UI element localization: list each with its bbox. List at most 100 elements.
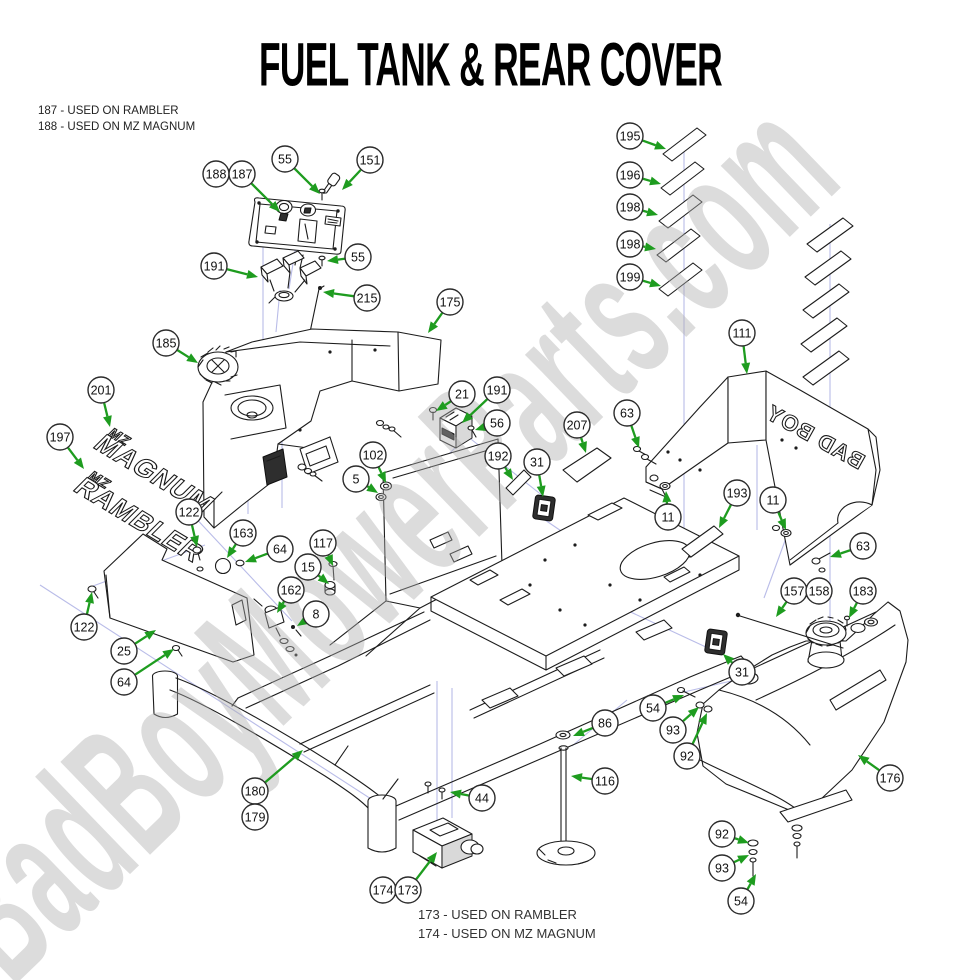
callout-207: 207 <box>563 411 591 453</box>
callout-102: 102 <box>359 441 387 483</box>
callout-215: 215 <box>323 284 381 312</box>
callout-196: 196 <box>616 161 661 189</box>
callout-93: 93 <box>659 707 699 744</box>
svg-text:93: 93 <box>715 861 729 875</box>
callout-116: 116 <box>571 767 619 795</box>
callout-197: 197 <box>46 423 84 469</box>
decal-stack-right <box>800 217 854 386</box>
svg-text:179: 179 <box>245 810 266 824</box>
callout-122: 122 <box>70 592 98 641</box>
callout-5: 5 <box>342 465 378 493</box>
control-panel-plate <box>248 197 346 269</box>
callout-175: 175 <box>428 288 464 333</box>
relay-module <box>297 406 477 502</box>
svg-text:192: 192 <box>488 449 509 463</box>
callout-179: 179 <box>241 803 269 831</box>
decal-207 <box>562 447 612 483</box>
note-188: 188 - USED ON MZ MAGNUM <box>38 121 196 133</box>
page-title-wrap: FUEL TANK & REAR COVER <box>0 30 980 99</box>
callout-15: 15 <box>294 553 329 584</box>
callout-157: 157 <box>776 577 808 617</box>
callout-31: 31 <box>723 654 756 686</box>
svg-text:158: 158 <box>809 584 830 598</box>
svg-text:196: 196 <box>620 168 641 182</box>
svg-text:197: 197 <box>50 430 71 444</box>
svg-text:207: 207 <box>567 418 588 432</box>
fuel-pump <box>412 817 484 869</box>
tank-bolt-set-lower-right <box>791 824 803 859</box>
svg-text:5: 5 <box>353 472 360 486</box>
cover-bolts-left <box>632 445 657 465</box>
callout-185: 185 <box>152 329 198 363</box>
callout-199: 199 <box>616 263 661 291</box>
svg-text:163: 163 <box>233 526 254 540</box>
callout-63: 63 <box>613 399 641 448</box>
svg-text:183: 183 <box>853 584 874 598</box>
frame-bolts-44 <box>424 781 446 800</box>
callout-176: 176 <box>858 755 904 792</box>
svg-text:56: 56 <box>490 416 504 430</box>
callout-173: 173 <box>394 852 437 904</box>
fuel-cap <box>197 345 239 386</box>
svg-text:55: 55 <box>351 250 365 264</box>
note-187: 187 - USED ON RAMBLER <box>38 105 179 117</box>
note-174: 174 - USED ON MZ MAGNUM <box>418 926 596 941</box>
callout-198: 198 <box>616 193 658 221</box>
svg-text:54: 54 <box>646 701 660 715</box>
cover-bolts-right <box>811 552 831 573</box>
svg-text:102: 102 <box>363 448 384 462</box>
svg-text:8: 8 <box>313 607 320 621</box>
callout-183: 183 <box>849 577 877 618</box>
callout-56: 56 <box>475 409 511 437</box>
svg-text:174: 174 <box>373 883 394 897</box>
callout-111: 111 <box>728 319 756 374</box>
callout-191: 191 <box>200 252 258 280</box>
svg-text:191: 191 <box>204 259 225 273</box>
svg-text:63: 63 <box>856 539 870 553</box>
note-173: 173 - USED ON RAMBLER <box>418 907 577 922</box>
fuel-tank-left <box>202 328 442 529</box>
firewall-plate <box>329 438 503 657</box>
svg-text:175: 175 <box>440 295 461 309</box>
heat-shield-panel <box>103 533 255 663</box>
svg-text:11: 11 <box>662 510 675 524</box>
decal-193 <box>681 525 724 558</box>
svg-text:193: 193 <box>727 486 748 500</box>
svg-text:201: 201 <box>91 383 112 397</box>
fuel-gauge-rod <box>735 612 844 649</box>
svg-text:198: 198 <box>620 200 641 214</box>
callout-93: 93 <box>708 854 749 882</box>
page-title: FUEL TANK & REAR COVER <box>258 31 722 100</box>
callout-86: 86 <box>573 709 619 737</box>
svg-text:162: 162 <box>281 583 302 597</box>
svg-text:198: 198 <box>620 237 641 251</box>
svg-text:54: 54 <box>734 894 748 908</box>
svg-text:185: 185 <box>156 336 177 350</box>
callout-192: 192 <box>484 442 513 480</box>
callout-158: 158 <box>805 577 833 605</box>
support-stand <box>536 730 596 866</box>
svg-text:64: 64 <box>117 675 131 689</box>
decal-192 <box>505 469 532 496</box>
callout-198: 198 <box>616 230 656 258</box>
svg-text:173: 173 <box>398 883 419 897</box>
fuel-tank-right <box>696 601 909 823</box>
svg-text:191: 191 <box>487 383 508 397</box>
callout-191: 191 <box>462 376 511 423</box>
rocker-switch-left <box>532 494 556 522</box>
fuel-cap-right <box>805 616 879 647</box>
callout-64: 64 <box>110 649 174 696</box>
svg-text:117: 117 <box>313 536 333 550</box>
callout-11: 11 <box>759 486 787 530</box>
svg-text:92: 92 <box>715 827 729 841</box>
svg-text:63: 63 <box>620 406 634 420</box>
svg-text:188: 188 <box>206 167 227 181</box>
callout-63: 63 <box>830 532 877 560</box>
svg-text:31: 31 <box>530 455 544 469</box>
callout-151: 151 <box>342 146 384 190</box>
callout-55: 55 <box>327 243 372 271</box>
callout-92: 92 <box>673 713 707 770</box>
